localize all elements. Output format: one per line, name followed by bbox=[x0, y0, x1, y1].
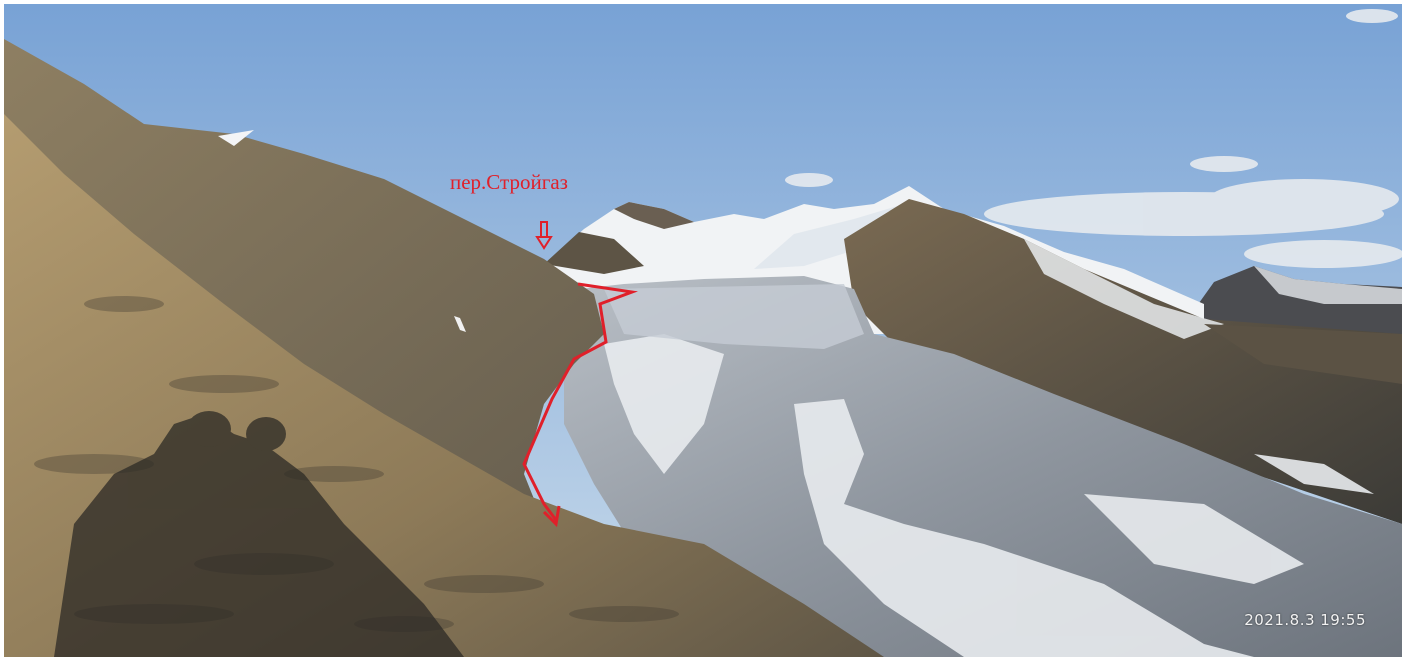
route-line bbox=[522, 282, 638, 521]
mountain-scene bbox=[4, 4, 1402, 657]
hikers-shadows bbox=[54, 411, 464, 657]
pass-marker-arrow-icon bbox=[535, 221, 553, 250]
mountain-photo: пер.Стройгаз 2021.8.3 19:55 bbox=[4, 4, 1402, 657]
glacier-snow-patches bbox=[604, 334, 1374, 657]
right-ridge bbox=[844, 199, 1402, 524]
clouds bbox=[785, 9, 1402, 268]
route-end-arrow-icon bbox=[542, 505, 561, 528]
pass-caption: пер.Стройгаз bbox=[450, 170, 568, 194]
photo-timestamp: 2021.8.3 19:55 bbox=[1244, 611, 1366, 629]
distant-mountains-right bbox=[1184, 266, 1402, 334]
